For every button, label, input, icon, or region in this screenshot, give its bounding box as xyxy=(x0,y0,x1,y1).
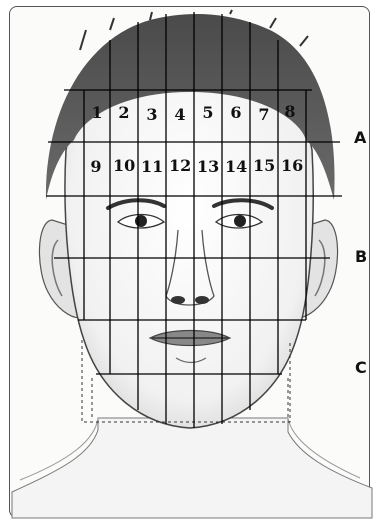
grid-number: 6 xyxy=(225,104,247,122)
zone-label-c: C xyxy=(355,358,367,377)
grid-number: 16 xyxy=(281,157,303,175)
grid-number: 11 xyxy=(141,158,163,176)
grid-number: 5 xyxy=(197,104,219,122)
grid-number: 13 xyxy=(197,158,219,176)
zone-label-a: A xyxy=(354,128,366,147)
grid-number: 1 xyxy=(86,104,108,122)
grid-number: 14 xyxy=(225,158,247,176)
grid-number: 9 xyxy=(85,158,107,176)
grid-number: 7 xyxy=(253,106,275,124)
zone-label-b: B xyxy=(355,247,367,266)
grid-number: 4 xyxy=(169,106,191,124)
grid-number: 2 xyxy=(113,104,135,122)
grid-number: 12 xyxy=(169,157,191,175)
grid-number: 8 xyxy=(279,103,301,121)
shoulders xyxy=(12,418,372,518)
grid-number: 3 xyxy=(141,106,163,124)
grid-number: 15 xyxy=(253,157,275,175)
grid-number: 10 xyxy=(113,157,135,175)
